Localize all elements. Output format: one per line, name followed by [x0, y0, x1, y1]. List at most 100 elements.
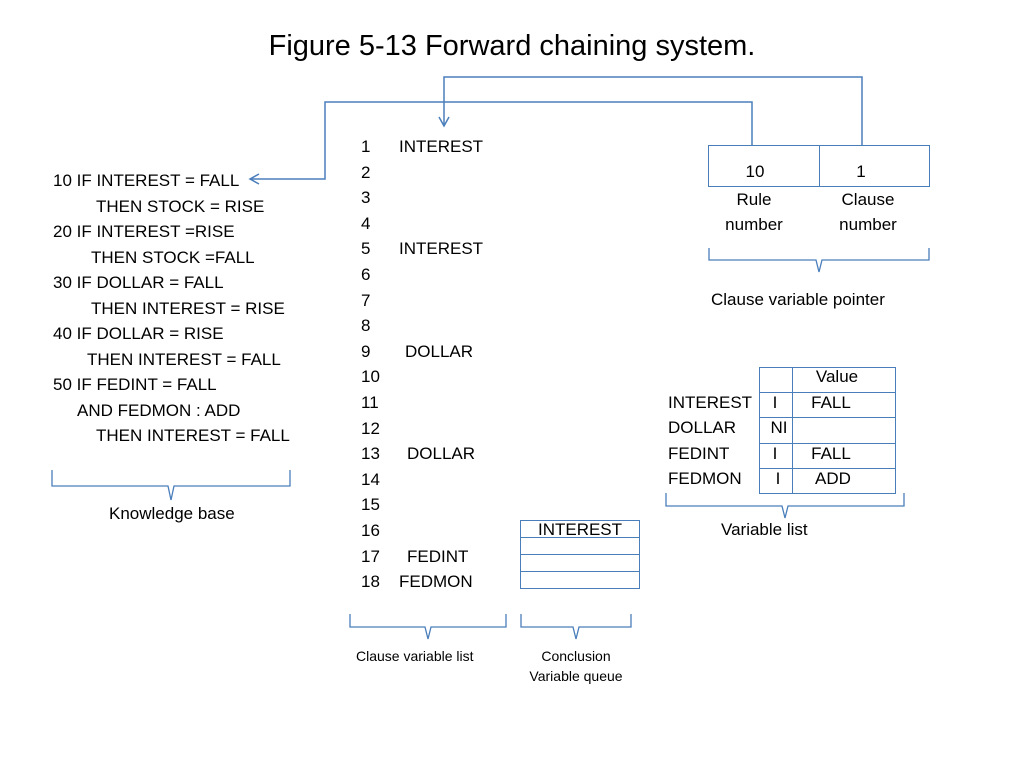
- cvl-row-number: 11: [361, 392, 379, 412]
- variable-status: I: [772, 444, 778, 463]
- cvl-row-variable: DOLLAR: [405, 341, 474, 361]
- cvl-row-number: 4: [361, 213, 371, 233]
- rule-label-line2: number: [725, 215, 783, 234]
- cvl-row: 3: [361, 185, 483, 211]
- rule-number-label: Rule number: [712, 187, 796, 237]
- clause-variable-list-label: Clause variable list: [356, 648, 474, 664]
- cvl-row-number: 16: [361, 520, 380, 540]
- conclusion-queue: [520, 520, 640, 589]
- variable-status: I: [772, 393, 778, 412]
- kb-line: 20 IF INTEREST =RISE: [53, 222, 235, 241]
- table-divider: [760, 468, 895, 469]
- clause-number-value: 1: [856, 162, 866, 181]
- table-divider: [792, 368, 793, 493]
- queue-divider: [521, 537, 639, 538]
- table-divider: [760, 443, 895, 444]
- cvl-row-variable: INTEREST: [399, 239, 484, 259]
- variable-list-label: Variable list: [721, 520, 808, 539]
- kb-line: THEN STOCK = RISE: [96, 196, 265, 216]
- clause-number-label: Clause number: [826, 187, 910, 237]
- queue-divider: [521, 571, 639, 572]
- pointer-divider: [819, 146, 820, 186]
- cvl-row-number: 14: [361, 469, 380, 489]
- cvl-row-number: 6: [361, 264, 371, 284]
- queue-item: INTEREST: [537, 520, 623, 539]
- queue-divider: [521, 554, 639, 555]
- cvl-row: 15: [361, 492, 483, 518]
- cvl-row: 8: [361, 313, 483, 339]
- cvl-row-number: 9: [361, 341, 371, 361]
- clause-variable-pointer-label: Clause variable pointer: [711, 290, 885, 309]
- kb-line: AND FEDMON : ADD: [77, 400, 241, 420]
- variable-value: ADD: [815, 469, 851, 488]
- kb-line: 30 IF DOLLAR = FALL: [53, 273, 224, 292]
- cvl-row: 16: [361, 518, 483, 544]
- table-divider: [760, 417, 895, 418]
- table-divider: [760, 392, 895, 393]
- kb-line: THEN INTEREST = RISE: [91, 298, 285, 318]
- cvl-row: 1 INTEREST: [361, 134, 483, 160]
- page-title: Figure 5-13 Forward chaining system.: [268, 30, 756, 62]
- cvl-row: 4: [361, 211, 483, 237]
- rule-label-line1: Rule: [736, 190, 772, 209]
- variable-name: DOLLAR: [668, 418, 737, 437]
- cvl-row-number: 12: [361, 418, 380, 438]
- kb-line: 10 IF INTEREST = FALL: [53, 171, 240, 190]
- kb-line: THEN INTEREST = FALL: [87, 349, 281, 369]
- cvl-row: 7: [361, 288, 483, 314]
- variable-name: FEDINT: [668, 444, 730, 463]
- cvl-row: 10: [361, 364, 483, 390]
- variable-list-table: [759, 367, 896, 494]
- clause-variable-pointer: [708, 145, 930, 187]
- kb-line: 50 IF FEDINT = FALL: [53, 375, 217, 394]
- kb-line: THEN INTEREST = FALL: [96, 426, 290, 445]
- variable-value: FALL: [811, 444, 851, 463]
- conclusion-queue-label: Conclusion Variable queue: [516, 646, 636, 686]
- variable-name: INTEREST: [668, 393, 753, 412]
- conclusion-queue-brace: [520, 614, 632, 640]
- kb-line: THEN STOCK =FALL: [91, 247, 255, 267]
- cvl-row-number: 1: [361, 137, 371, 156]
- rule-pointer-arrow: [248, 101, 753, 185]
- cvl-row-number: 15: [361, 495, 380, 515]
- variable-name: FEDMON: [668, 469, 742, 488]
- variable-list-brace: [665, 493, 905, 519]
- cvl-row: 11: [361, 390, 483, 416]
- clause-label-line2: number: [839, 215, 897, 234]
- knowledge-base: 10 IF INTEREST = FALL THEN STOCK = RISE …: [53, 168, 290, 449]
- variable-status: NI: [770, 418, 788, 437]
- variable-value: FALL: [811, 393, 851, 412]
- cvl-row-number: 10: [361, 367, 380, 387]
- rule-number-value: 10: [745, 162, 765, 181]
- cvl-row: 18 FEDMON: [361, 569, 483, 595]
- cvl-row: 2: [361, 160, 483, 186]
- cvl-row-number: 5: [361, 239, 371, 259]
- knowledge-base-brace: [51, 470, 291, 501]
- knowledge-base-label: Knowledge base: [109, 504, 235, 523]
- cvl-row-number: 18: [361, 572, 380, 592]
- cvl-row-number: 17: [361, 546, 380, 566]
- cvl-row: 12: [361, 416, 483, 442]
- clause-pointer-brace: [708, 248, 930, 273]
- cvl-row-variable: FEDMON: [399, 572, 473, 592]
- cvl-row: 6: [361, 262, 483, 288]
- variable-status: I: [775, 469, 781, 488]
- conclusion-queue-label-line2: Variable queue: [529, 668, 623, 684]
- conclusion-queue-label-line1: Conclusion: [541, 648, 611, 664]
- cvl-row-number: 2: [361, 162, 371, 182]
- cvl-row-number: 7: [361, 290, 371, 310]
- clause-label-line1: Clause: [841, 190, 895, 209]
- cvl-row-number: 8: [361, 316, 371, 336]
- cvl-row-number: 13: [361, 444, 380, 464]
- cvl-row: 5 INTEREST: [361, 236, 483, 262]
- cvl-row-number: 3: [361, 188, 371, 208]
- cvl-row-variable: INTEREST: [399, 137, 484, 156]
- clause-pointer-arrow: [438, 76, 863, 145]
- cvl-row-variable: DOLLAR: [407, 444, 476, 464]
- value-header: Value: [815, 367, 859, 386]
- cvl-row: 13 DOLLAR: [361, 441, 483, 467]
- clause-variable-list-brace: [349, 614, 507, 640]
